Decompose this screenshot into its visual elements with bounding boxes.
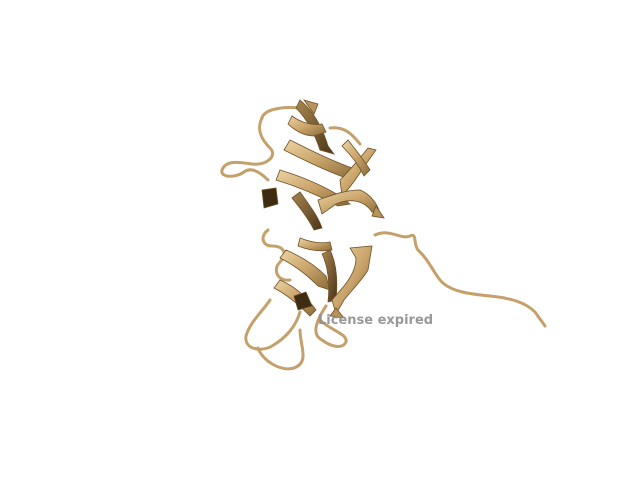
upper-beta-domain (261, 99, 381, 231)
strand-arrowheads (303, 99, 385, 319)
license-watermark: License expired (318, 313, 434, 328)
coil-loops (220, 106, 547, 371)
lower-beta-domain (273, 237, 373, 317)
